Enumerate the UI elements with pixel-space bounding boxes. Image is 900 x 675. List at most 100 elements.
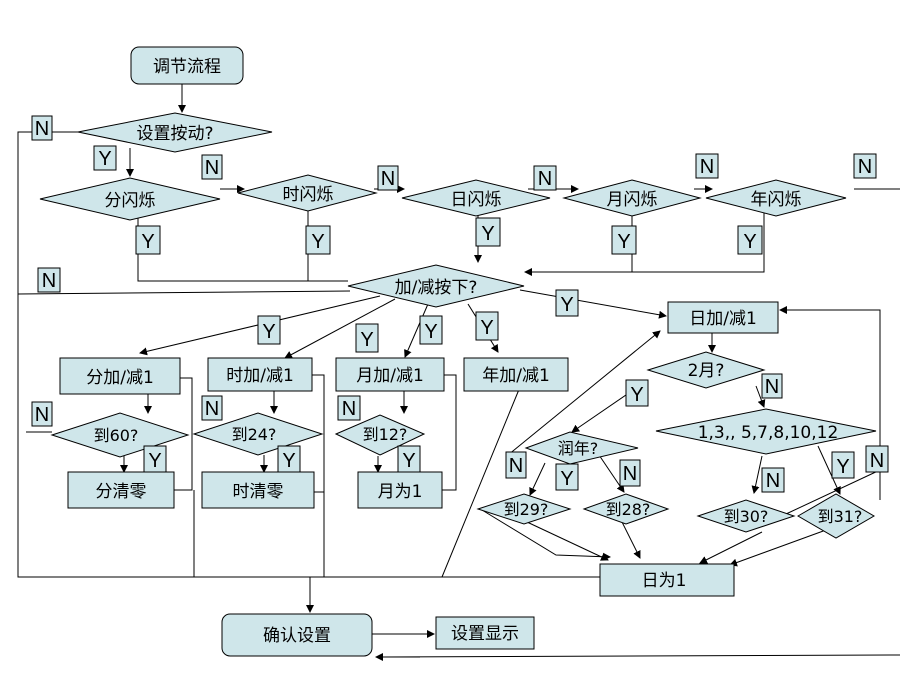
label-y-month-blink: Y [611,225,637,255]
svg-text:Y: Y [148,450,161,472]
svg-text:Y: Y [560,468,573,490]
label-y-reach-24: Y [277,445,301,473]
node-reach-31: 到31? [797,493,875,539]
svg-text:N: N [205,398,219,420]
node-hour-clear-label: 时清零 [233,482,284,502]
node-reach-29: 到29? [476,493,572,525]
node-plus-minus-pressed-label: 加/减按下? [395,278,478,298]
node-hour-clear: 时清零 [201,471,315,509]
node-reach-31-label: 到31? [818,507,863,526]
svg-text:Y: Y [141,231,154,253]
node-min-clear-label: 分清零 [96,482,147,502]
label-n-hour-blink: N [377,165,399,191]
label-n-day-blink: N [533,165,557,191]
node-hour-blink: 时闪烁 [237,174,378,212]
label-n-min-blink: N [201,154,223,180]
node-long-months-label: 1,3,, 5,7,8,10,12 [698,423,839,443]
label-y-min-blink: Y [135,225,161,255]
node-month-blink-label: 月闪烁 [607,190,658,210]
label-n-plus-minus: N [37,267,61,293]
node-set-pressed: 设置按动? [77,112,273,153]
label-n-month-blink: N [695,153,719,179]
svg-text:Y: Y [311,231,324,253]
svg-text:Y: Y [402,450,415,472]
svg-text:Y: Y [98,148,111,170]
node-min-adjust-label: 分加/减1 [86,368,154,388]
node-is-feb: 2月? [646,351,766,389]
svg-text:Y: Y [743,231,756,253]
node-reach-30-label: 到30? [724,507,769,526]
node-min-clear: 分清零 [67,471,175,509]
node-display-label: 设置显示 [451,624,519,644]
svg-text:Y: Y [424,321,437,343]
node-day-set-1-label: 日为1 [642,571,687,591]
svg-text:N: N [35,404,49,426]
label-n-reach-24: N [201,395,223,421]
svg-text:Y: Y [630,384,643,406]
node-reach-28-label: 到28? [606,500,651,519]
label-y-to-hour: Y [355,323,379,353]
node-min-adjust: 分加/减1 [59,357,181,395]
node-month-adjust: 月加/减1 [335,357,445,392]
label-n-reach-12: N [337,395,361,421]
node-reach-12-label: 到12? [363,425,408,444]
node-hour-adjust-label: 时加/减1 [226,366,294,386]
node-leap-year-label: 润年? [558,439,599,458]
label-n-reach-60: N [31,401,53,427]
node-month-blink: 月闪烁 [562,179,702,217]
node-is-feb-label: 2月? [688,361,725,381]
svg-text:N: N [766,470,780,492]
node-start-label: 调节流程 [153,57,221,77]
node-start: 调节流程 [130,46,244,85]
label-n-long-months: N [761,467,785,493]
node-day-blink: 日闪烁 [401,179,551,217]
svg-text:N: N [42,270,56,292]
node-year-blink-label: 年闪烁 [751,190,802,210]
label-y-day-blink: Y [475,217,501,247]
label-n-set-loop: N [31,115,53,141]
node-confirm-label: 确认设置 [263,626,331,646]
node-day-adjust: 日加/减1 [667,301,779,334]
node-reach-28: 到28? [582,493,670,525]
svg-text:Y: Y [480,317,493,339]
label-n-year-blink: N [853,153,877,179]
node-min-blink: 分闪烁 [39,177,221,221]
node-hour-adjust: 时加/减1 [207,357,313,392]
node-set-pressed-label: 设置按动? [136,124,213,144]
node-plus-minus-pressed: 加/减按下? [347,264,525,308]
label-y-leap-year: Y [555,463,579,491]
label-n-reach-31: N [865,445,889,473]
branch-labels: N Y N N N N N Y Y Y Y Y N Y Y Y Y Y N Y … [31,115,889,493]
node-reach-60: 到60? [50,412,190,458]
svg-text:N: N [538,168,552,190]
svg-text:N: N [765,376,779,398]
svg-text:N: N [870,450,884,472]
node-year-adjust: 年加/减1 [463,357,569,392]
svg-text:Y: Y [617,231,630,253]
label-y-hour-blink: Y [305,225,331,255]
node-day-blink-label: 日闪烁 [451,190,502,210]
svg-text:N: N [623,463,637,485]
node-reach-29-label: 到29? [504,500,549,519]
node-reach-24-label: 到24? [232,425,277,444]
svg-text:N: N [342,398,356,420]
node-hour-blink-label: 时闪烁 [283,185,334,205]
label-y-to-min: Y [257,315,281,345]
svg-text:N: N [509,455,523,477]
label-y-long-months: Y [831,451,855,479]
label-y-to-day: Y [555,289,579,317]
node-month-adjust-label: 月加/减1 [356,366,424,386]
svg-text:N: N [381,168,395,190]
node-year-adjust-label: 年加/减1 [482,366,550,386]
svg-text:Y: Y [360,329,373,351]
label-y-year-blink: Y [737,225,763,255]
node-leap-year: 润年? [524,431,639,465]
svg-text:Y: Y [262,321,275,343]
node-reach-60-label: 到60? [94,426,139,445]
label-y-to-year: Y [475,311,499,341]
node-month-set-1-label: 月为1 [378,482,423,502]
node-long-months: 1,3,, 5,7,8,10,12 [655,408,877,455]
svg-text:N: N [205,157,219,179]
node-reach-30: 到30? [696,499,796,533]
svg-text:Y: Y [560,294,573,316]
